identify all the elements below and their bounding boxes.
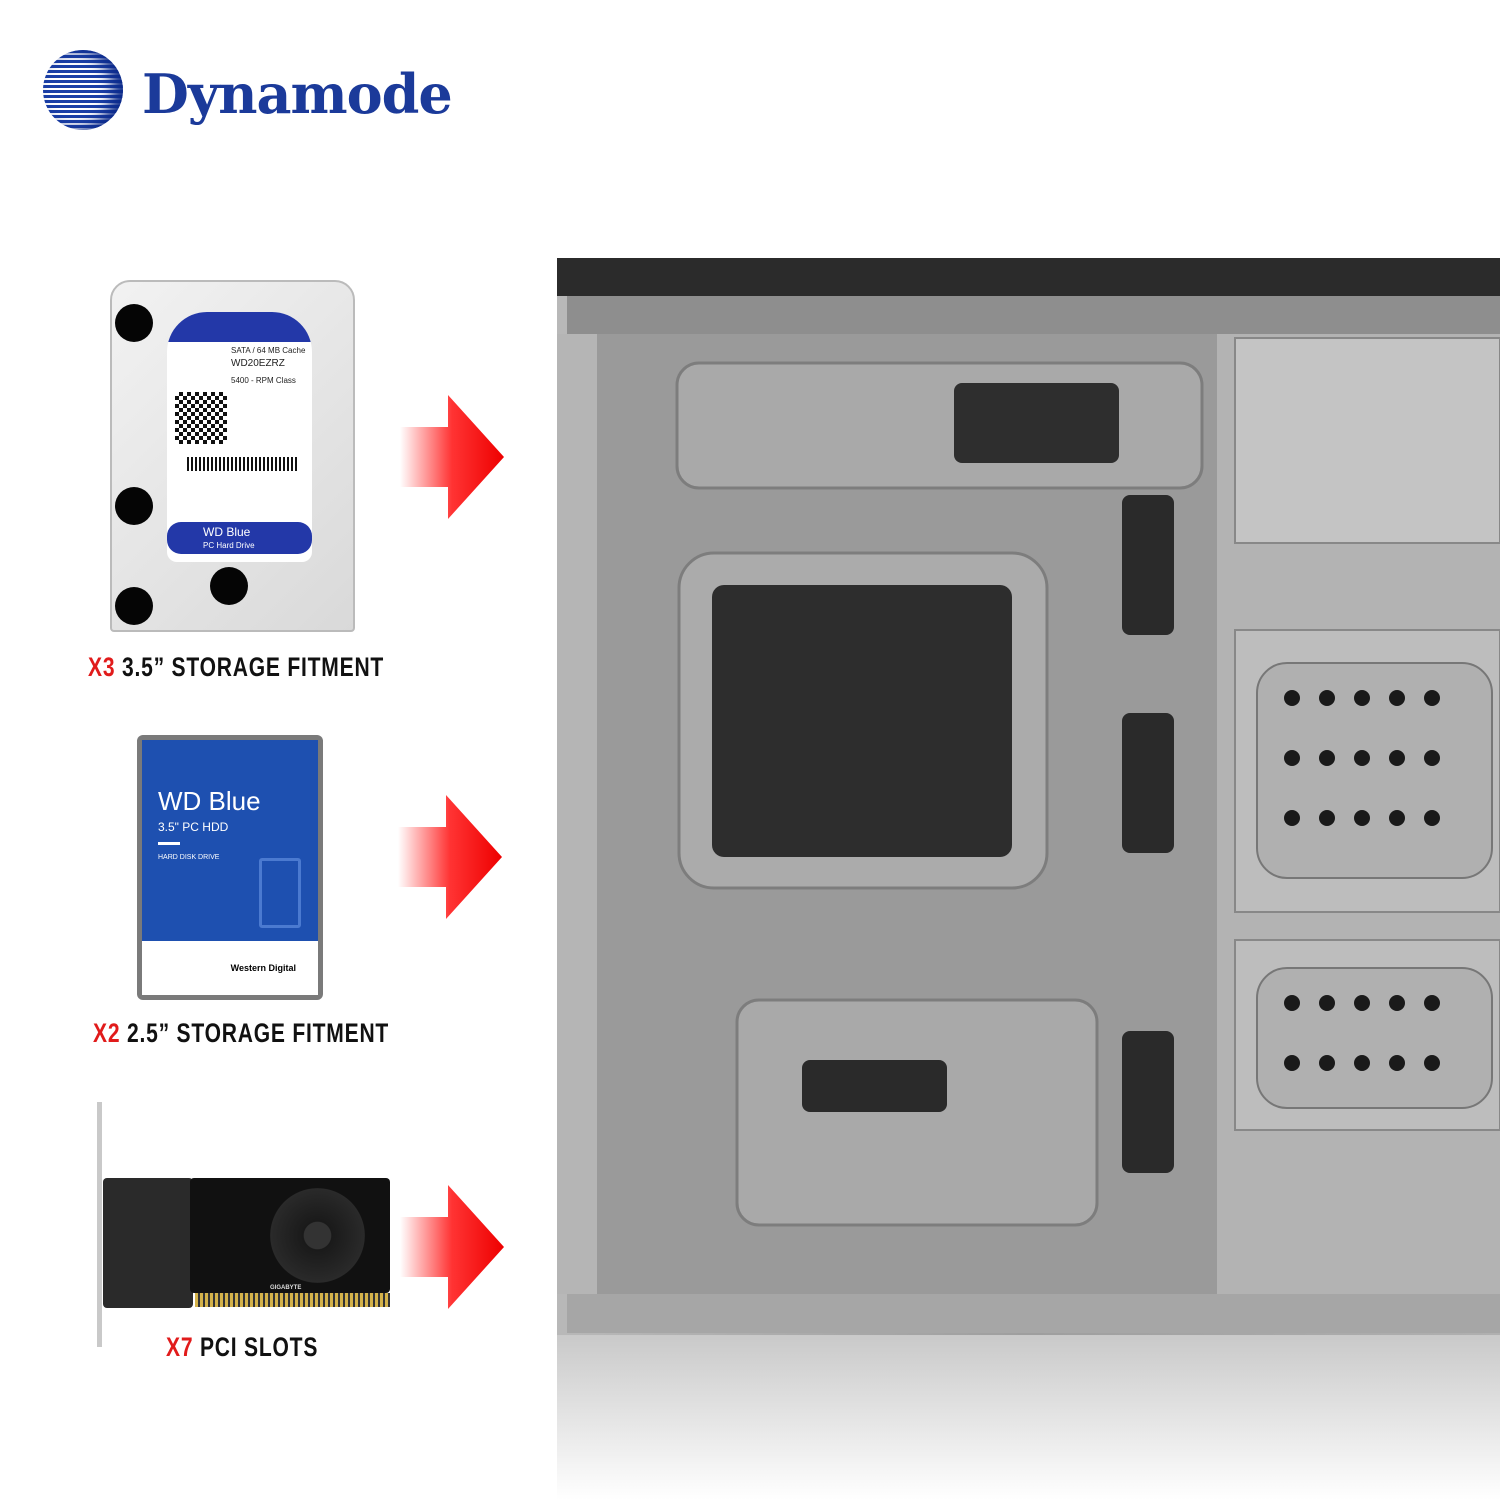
graphics-card-image: GIGABYTE [45,1100,430,1355]
feature-caption-pci: X7 PCI SLOTS [166,1332,319,1362]
hdd-model: WD20EZRZ [231,358,285,369]
brand-name: Dynamode [142,62,453,126]
arrow-right-icon [400,395,504,519]
hdd-35-image: SATA / 64 MB Cache WD20EZRZ 5400 - RPM C… [110,280,355,632]
pc-case-interior-image [557,258,1500,1335]
fan-icon [270,1188,365,1283]
hdd-sub: PC Hard Drive [203,541,255,550]
hdd-25-image: WD Blue 3.5" PC HDD HARD DISK DRIVE West… [137,735,323,1000]
arrow-right-icon [400,1185,504,1309]
hdd2-maker: Western Digital [142,941,318,995]
pc-tower-icon [259,858,301,928]
hdd2-sub: 3.5" PC HDD [158,820,229,834]
hdd-rpm: 5400 - RPM Class [231,376,296,385]
globe-logo-icon [43,50,123,130]
feature-caption-35: X3 3.5” STORAGE FITMENT [88,652,385,682]
feature-caption-25: X2 2.5” STORAGE FITMENT [93,1018,390,1048]
hdd2-type: HARD DISK DRIVE [158,854,220,861]
qr-code [175,392,227,444]
gpu-maker: GIGABYTE [270,1285,302,1291]
hdd-brand: WD Blue [203,525,251,539]
arrow-right-icon [398,795,502,919]
hdd2-brand: WD Blue [158,786,261,816]
hdd-spec: SATA / 64 MB Cache [231,346,306,355]
case-reflection [557,1335,1500,1500]
barcode [187,457,297,471]
